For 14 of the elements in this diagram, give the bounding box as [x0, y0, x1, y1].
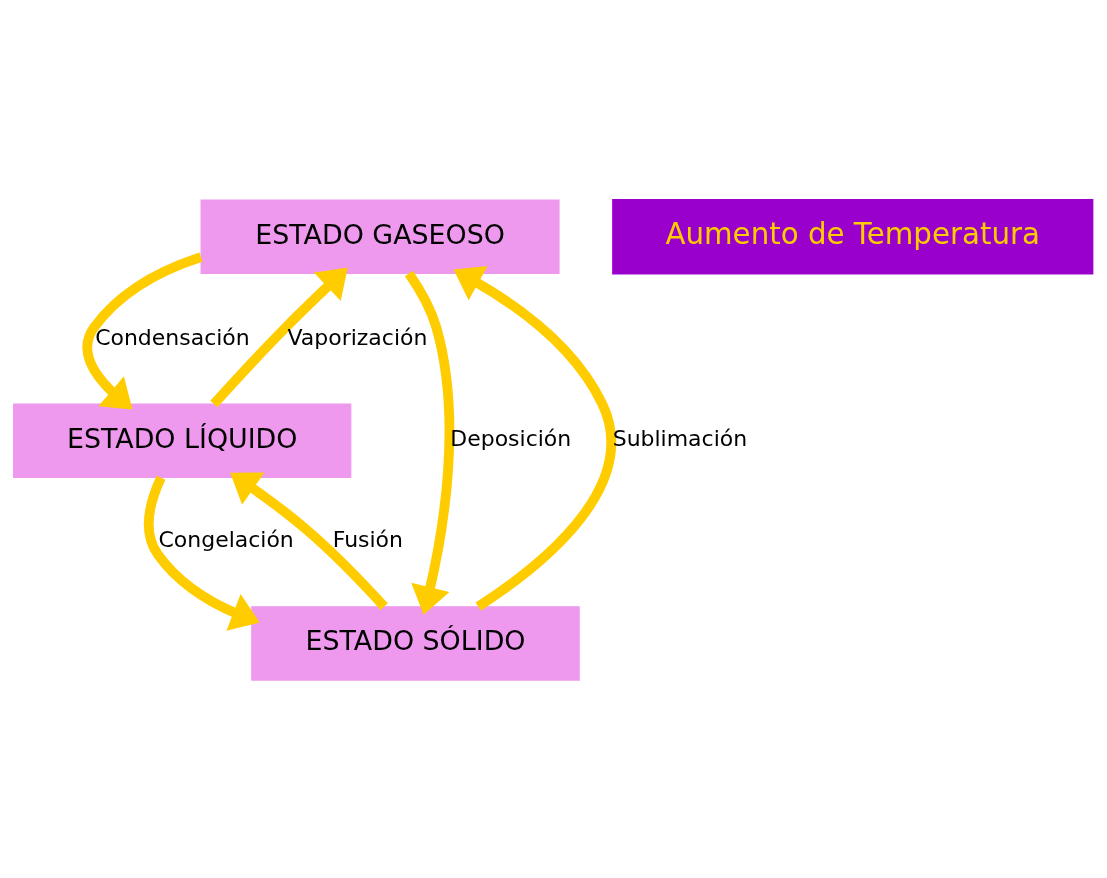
- arrow: [404, 270, 455, 615]
- edge-label: Vaporización: [287, 324, 428, 350]
- arrow: [144, 475, 260, 631]
- arrow: [210, 267, 348, 407]
- arrow: [82, 252, 203, 410]
- edge-label: Condensación: [95, 324, 250, 350]
- arrow: [230, 471, 388, 610]
- edge-label: Fusión: [332, 526, 403, 552]
- edge-label: Congelación: [158, 526, 294, 552]
- node-box: ESTADO GASEOSO: [200, 199, 560, 274]
- node-box: ESTADO SÓLIDO: [251, 605, 580, 681]
- label: Aumento de Temperatura: [665, 216, 1041, 251]
- arrow: [453, 265, 617, 611]
- node-box: ESTADO LÍQUIDO: [13, 402, 352, 478]
